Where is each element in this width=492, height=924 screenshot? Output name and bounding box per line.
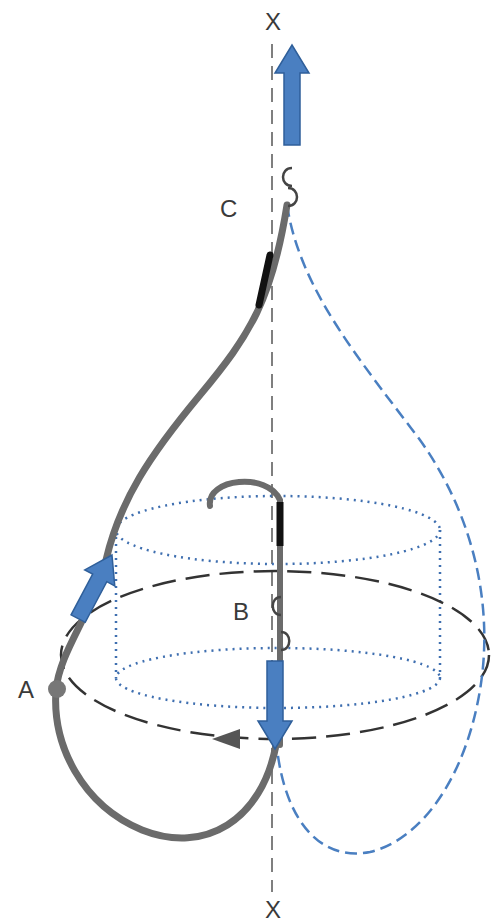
mirrored-loop (277, 205, 484, 853)
point-a (48, 680, 66, 698)
axis-end-label: X (265, 10, 281, 34)
point-label: A (18, 678, 34, 702)
rotation-arrowhead (212, 729, 240, 749)
point-label: B (233, 600, 249, 624)
thread-mark (259, 255, 270, 305)
small-loop (273, 168, 297, 650)
axis-end-label: X (265, 898, 281, 922)
thread-mark (277, 502, 284, 546)
force-arrow (63, 45, 309, 749)
thread (56, 205, 287, 838)
point-label: C (220, 197, 237, 221)
